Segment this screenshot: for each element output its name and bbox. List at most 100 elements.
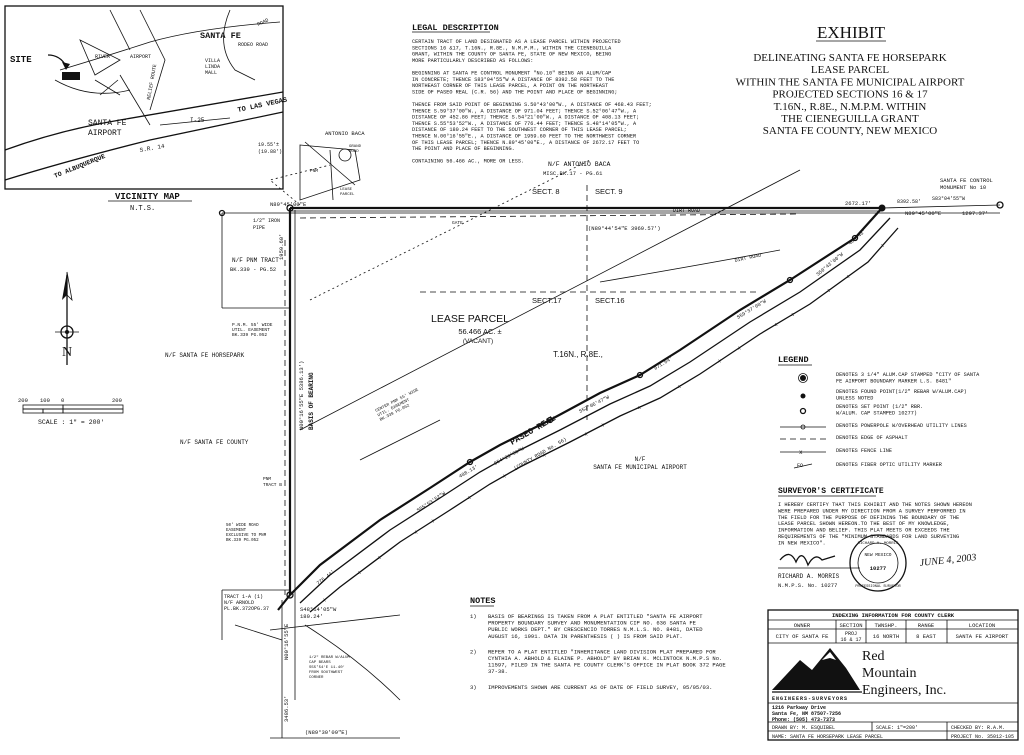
- legal-description-line: CERTAIN TRACT OF LAND DESIGNATED AS A LE…: [412, 39, 621, 45]
- fence-marker: x: [601, 423, 604, 429]
- pnm-book-label: BK.339 - PG.52: [230, 266, 276, 273]
- exhibit-subtitle-line: T.16N., R.8E., N.M.P.M. WITHIN: [774, 101, 927, 113]
- firm-name-line2: Mountain: [862, 666, 916, 681]
- section-9-label: SECT. 9: [595, 187, 623, 196]
- scale-bar: 200 100 0 200 SCALE : 1" = 200': [18, 397, 124, 426]
- checked-by: CHECKED BY: R.A.M.: [951, 725, 1005, 731]
- exhibit-subtitle-line: DELINEATING SANTA FE HORSEPARK: [753, 52, 946, 64]
- header-owner: OWNER: [794, 622, 811, 629]
- legal-description-line: OF THIS LEASE PARCEL; THENCE N.89°45'00"…: [412, 140, 639, 146]
- legal-description-line: IN CONCRETE; THENCE S83°04'55"W A DISTAN…: [412, 77, 614, 83]
- svg-text:x: x: [799, 449, 803, 456]
- header-section: SECTION: [839, 622, 862, 629]
- vicinity-rodeo-road-label: RODEO ROAD: [238, 42, 268, 48]
- surveyor-name: RICHARD A. MORRIS: [778, 573, 840, 580]
- exhibit-subtitle-line: LEASE PARCEL: [811, 64, 889, 76]
- vicinity-i25-label: I-25: [190, 117, 205, 124]
- fence-marker: x: [585, 431, 588, 437]
- legal-description-line: SECTIONS 16 &17, T.16N., R.8E., N.M.P.M.…: [412, 45, 612, 51]
- iron-pipe-marker: [218, 209, 226, 217]
- certificate-title: SURVEYOR'S CERTIFICATE: [778, 487, 884, 496]
- legend-item-text: DENOTES POWERPOLE W/OVERHEAD UTILITY LIN…: [836, 423, 967, 429]
- seal-number-text: 10277: [870, 565, 887, 572]
- certificate-date: JUNE 4, 2003: [919, 552, 977, 569]
- section-17-label: SECT.17: [532, 296, 562, 305]
- legend-item-text: DENOTES FENCE LINE: [836, 448, 892, 454]
- legend-item-text: DENOTES EDGE OF ASPHALT: [836, 435, 908, 441]
- fence-marker: x: [503, 474, 506, 480]
- section-8-label: SECT. 8: [532, 187, 560, 196]
- legend-item-text: DENOTES FOUND POINT(1/2" REBAR W/ALUM.CA…: [836, 389, 967, 395]
- legal-description-line: DISTANCE OF 180.24 FEET TO THE SOUTHWEST…: [412, 127, 627, 133]
- certificate-line: LEASE PARCEL SHOWN HEREON.TO THE BEST OF…: [778, 521, 950, 527]
- exhibit-title: EXHIBIT: [817, 23, 886, 42]
- segment-2-distance: 971.04': [653, 356, 674, 372]
- firm-name-line1: Red: [862, 649, 885, 664]
- township-range-label: T.16N., R.8E.,: [553, 350, 603, 359]
- legal-description-line: THENCE FROM SAID POINT OF BEGINNING S.50…: [412, 102, 652, 108]
- exhibit-subtitle-line: WITHIN THE SANTA FE MUNICIPAL AIRPORT: [736, 76, 965, 88]
- certificate-body: I HEREBY CERTIFY THAT THIS EXHIBIT AND T…: [778, 502, 972, 546]
- mountain-logo: [772, 648, 862, 693]
- nf-pnm-tract-label: N/F PNM TRACT: [232, 257, 279, 264]
- nf-horsepark-label: N/F SANTA FE HORSEPARK: [165, 352, 245, 359]
- segment-6-distance: 180.24': [300, 613, 323, 620]
- control-monument-marker: [996, 201, 1004, 209]
- note-number: 3): [470, 684, 477, 691]
- monument-tie-distance: 8392.58': [897, 199, 921, 205]
- west-line-distance: 1959.60': [278, 234, 285, 260]
- fence-marker: x: [827, 288, 830, 294]
- vicinity-to-albuquerque-label: TO ALBUQUERQUE: [53, 153, 106, 180]
- legend-item-text: DENOTES SET POINT (1/2" RBR.: [836, 404, 923, 410]
- legal-description-line: THENCE S.59°37'00"W., A DISTANCE OF 971.…: [412, 108, 637, 114]
- note-text: BASIS OF BEARINGS IS TAKEN FROM A PLAT E…: [488, 613, 703, 640]
- north-arrow-letter: N: [62, 345, 72, 360]
- legal-description-line: MORE PARTICULARLY DESCRIBED AS FOLLOWS:: [412, 58, 533, 64]
- north-arrow: N: [55, 271, 79, 365]
- dirt-road-label-2: DIRT ROAD: [734, 252, 762, 263]
- notes-items: 1)BASIS OF BEARINGS IS TAKEN FROM A PLAT…: [470, 613, 726, 691]
- segment-4-distance: 408.13': [458, 464, 479, 480]
- nf-antonio-baca-label: N/F ANTONIO BACA: [548, 161, 611, 168]
- found-point-symbol: [800, 393, 806, 399]
- surveyor-signature: [779, 553, 836, 567]
- legal-description-line: THENCE N.00°16'55"E., A DISTANCE OF 1959…: [412, 134, 636, 140]
- south-line-bearing: (N89°30'09"E): [305, 729, 348, 736]
- vicinity-river-label: RIVER: [95, 54, 110, 60]
- drawn-by: DRAWN BY: M. ESQUIBEL: [772, 725, 835, 731]
- vicinity-sr14-label: S.R. 14: [139, 143, 165, 154]
- title-block-scale: SCALE: 1"=200': [876, 725, 918, 731]
- certificate-line: THE FIELD FOR THE PURPOSE OF DEFINING TH…: [778, 515, 959, 521]
- certificate-line: IN NEW MEXICO".: [778, 540, 826, 546]
- boundary-point-marker: [636, 371, 644, 379]
- legend: LEGEND x FO DENOTES 3 1/4" ALUM.CAP STAM…: [778, 355, 980, 469]
- legal-description-line: NORTHEAST CORNER OF THIS LEASE PARCEL, A…: [412, 83, 608, 89]
- fence-marker: x: [791, 312, 794, 318]
- scale-tick-100: 100: [40, 397, 50, 404]
- legend-item-text: FE AIRPORT BOUNDARY MARKER L.S. 8481": [836, 379, 951, 385]
- legal-description-line: THENCE S.55°53'52"W., A DISTANCE OF 776.…: [412, 121, 637, 127]
- fence-marker: x: [881, 243, 884, 249]
- fence-marker: x: [468, 495, 471, 501]
- note-text: REFER TO A PLAT ENTITLED "INHERITANCE LA…: [488, 648, 726, 675]
- project-number: PROJECT No. 35012-105: [951, 734, 1014, 740]
- west-line-bearing-south: N00°16'55"E: [283, 623, 290, 660]
- vicinity-santa-fe-label: SANTA FE: [200, 31, 241, 41]
- notes-title: NOTES: [470, 596, 496, 606]
- dirt-road-label: DIRT ROAD: [673, 208, 700, 214]
- seal-state-text: NEW MEXICO: [864, 552, 891, 558]
- alum-cap-symbol: [800, 375, 806, 381]
- fence-marker: x: [738, 345, 741, 351]
- center-easement-label: CENTER PNM 55' WIDEUTIL. EASEMENTBK.339 …: [375, 387, 425, 422]
